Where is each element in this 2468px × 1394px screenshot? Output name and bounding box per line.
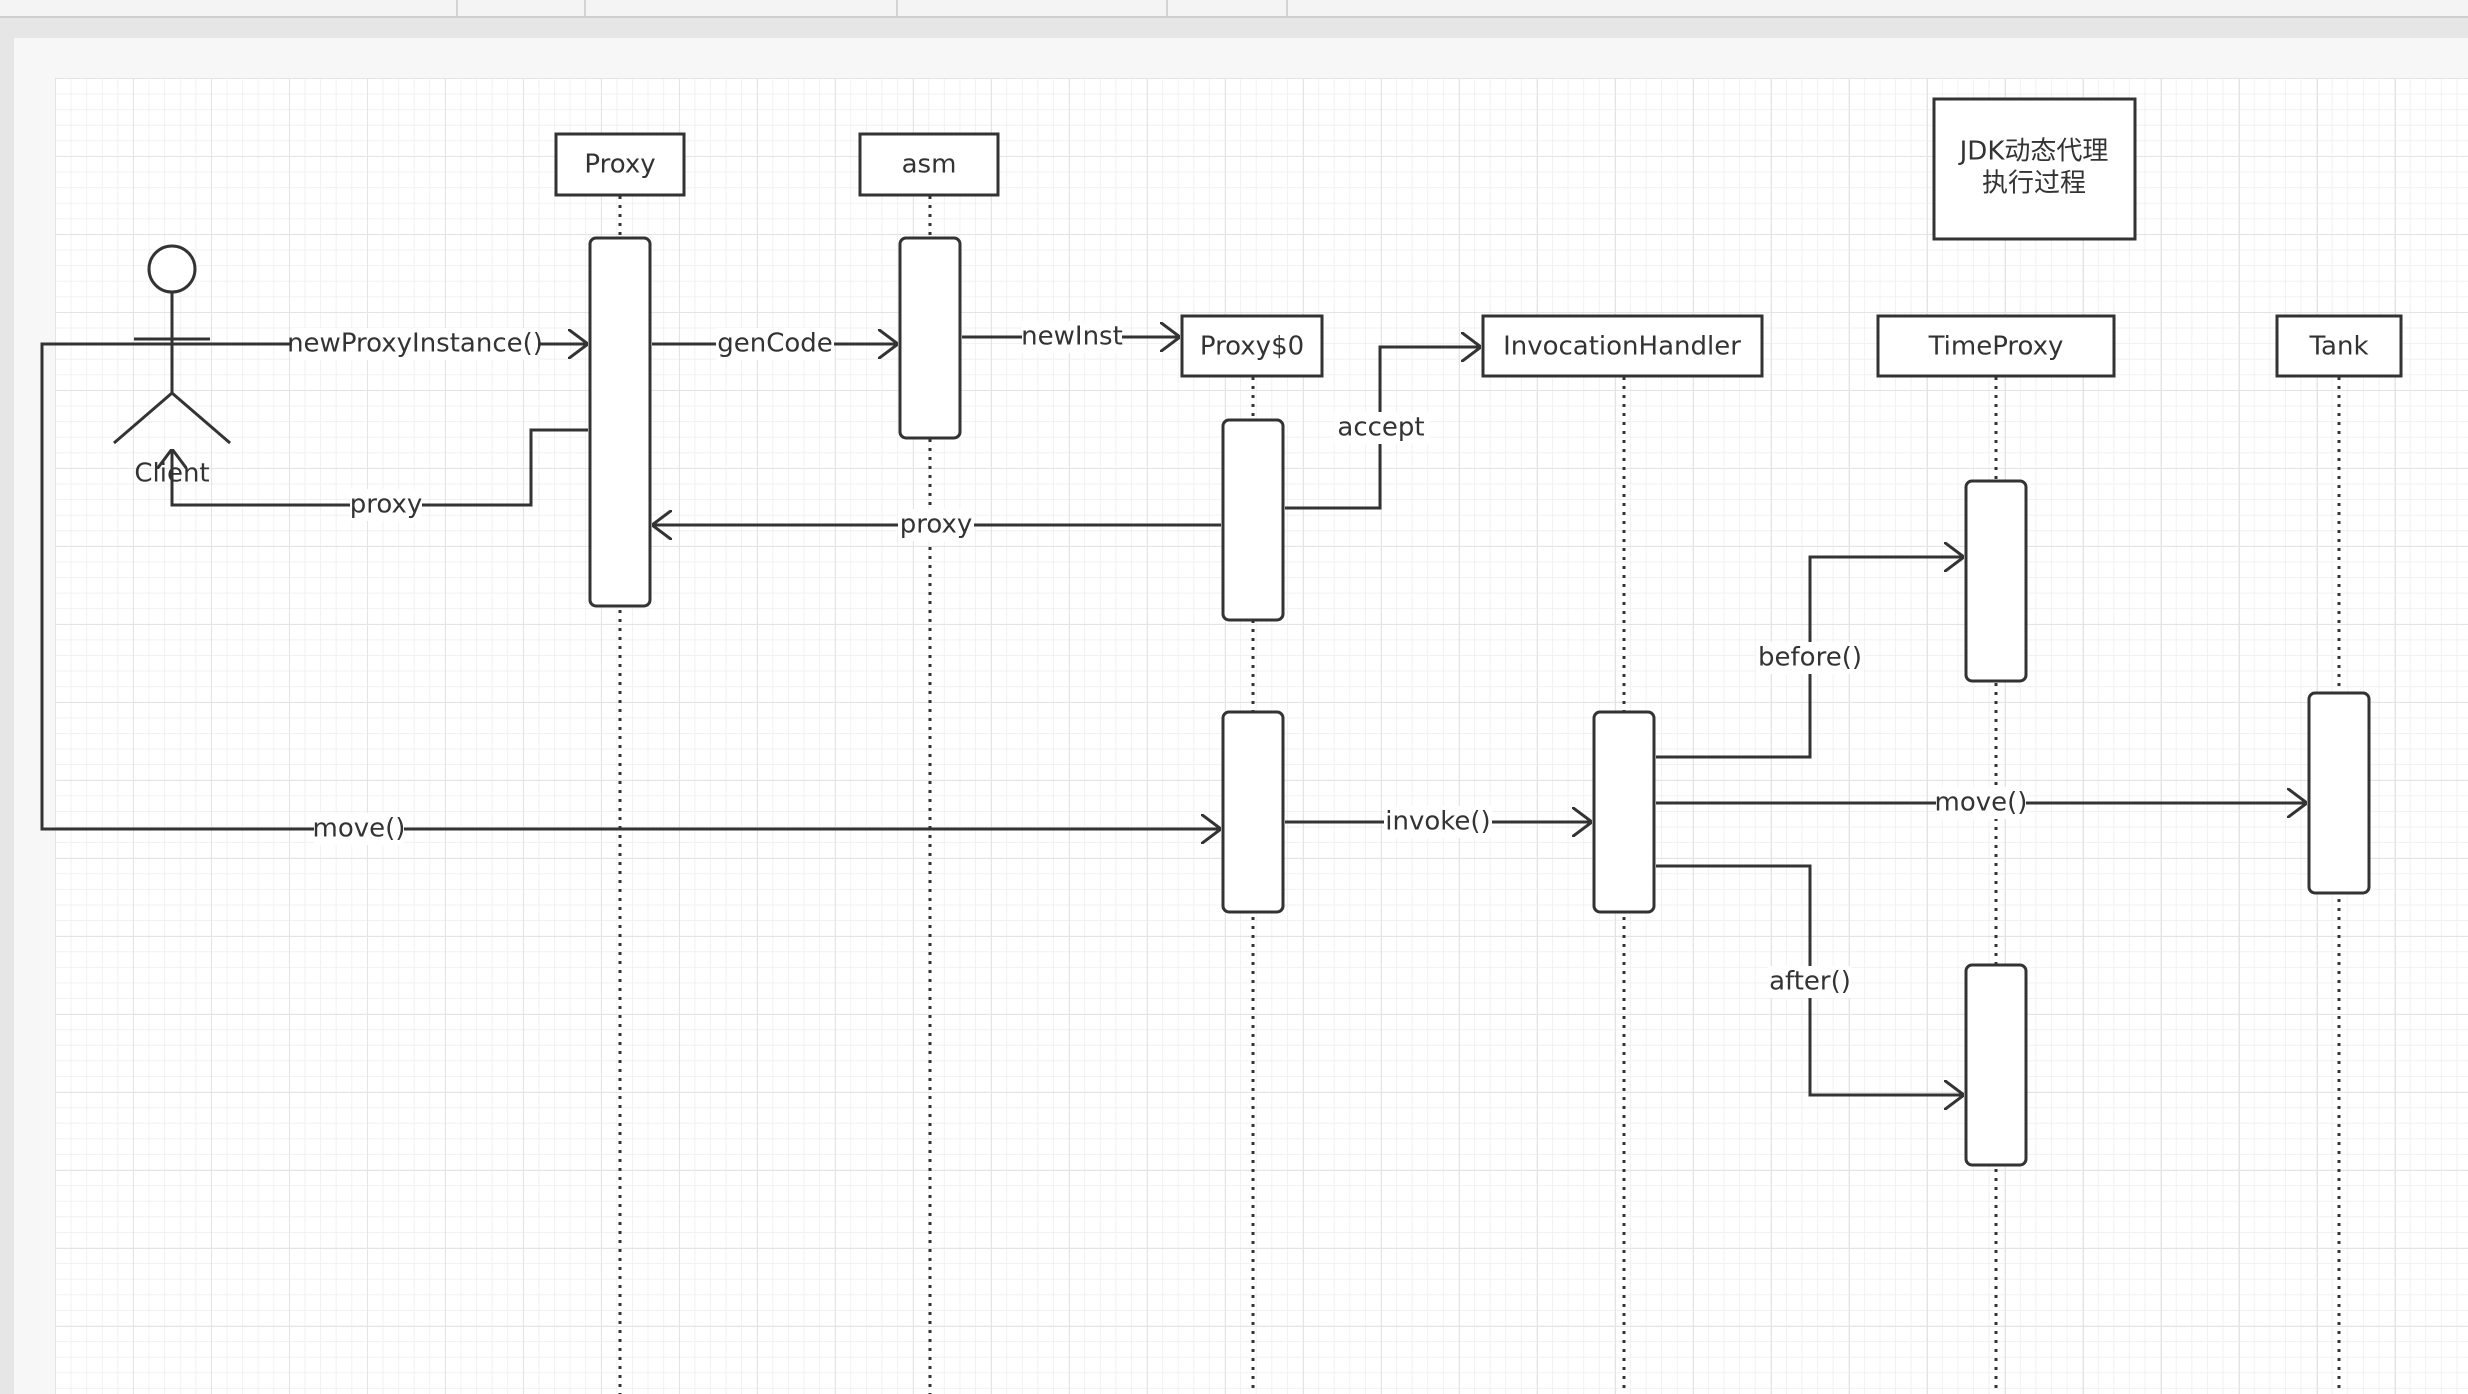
participant-timeproxy-box[interactable] (1876, 314, 2116, 378)
toolbar-divider (456, 0, 458, 16)
activation-invocationhandler[interactable] (1592, 710, 1656, 914)
message-invoke-label: invoke() (1385, 807, 1490, 837)
note-line-1: JDK动态代理 (1958, 137, 2109, 167)
activation-proxy[interactable] (588, 236, 652, 608)
activation-timeproxy-before[interactable] (1964, 479, 2028, 683)
participant-proxy-label: Proxy (584, 150, 655, 180)
participant-asm-box[interactable] (858, 132, 1000, 197)
participant-proxy0-box[interactable] (1180, 314, 1324, 378)
message-accept-label: accept (1337, 413, 1424, 443)
note-line-2: 执行过程 (1982, 169, 2086, 199)
client-actor-icon[interactable] (113, 244, 231, 445)
activation-tank[interactable] (2307, 691, 2371, 895)
participant-tank-box[interactable] (2275, 314, 2403, 378)
participant-invocationhandler-label: InvocationHandler (1503, 332, 1741, 362)
activation-asm[interactable] (898, 236, 962, 440)
participant-asm-label: asm (902, 150, 957, 180)
message-move-client-label: move() (313, 814, 406, 844)
participant-invocationhandler-box[interactable] (1481, 314, 1764, 378)
note-box[interactable] (1932, 97, 2137, 241)
toolbar-divider (1286, 0, 1288, 16)
participant-timeproxy-label: TimeProxy (1928, 332, 2064, 362)
message-newinst-label: newInst (1021, 322, 1123, 352)
message-proxy-return-label: proxy (900, 510, 973, 540)
message-newproxyinstance-label: newProxyInstance() (287, 329, 543, 359)
message-move-tank-label: move() (1935, 788, 2028, 818)
toolbar-divider (584, 0, 586, 16)
participant-proxy0-label: Proxy$0 (1200, 332, 1304, 362)
message-before-label: before() (1758, 643, 1862, 673)
activation-proxy0-move[interactable] (1221, 710, 1285, 914)
message-after-label: after() (1769, 967, 1851, 997)
toolbar-divider (896, 0, 898, 16)
message-proxy-return-client-label: proxy (350, 490, 423, 520)
participant-tank-label: Tank (2308, 332, 2368, 362)
message-gencode-label: genCode (717, 329, 833, 359)
message-move-client-arrow[interactable] (40, 342, 1221, 829)
activation-timeproxy-after[interactable] (1964, 963, 2028, 1167)
participant-proxy-box[interactable] (554, 132, 686, 197)
activation-proxy0-create[interactable] (1221, 418, 1285, 622)
toolbar-divider (1166, 0, 1168, 16)
message-proxy-return-client-arrow[interactable] (172, 428, 588, 507)
window-top-bar (0, 0, 2468, 18)
participant-client-label: Client (134, 459, 209, 489)
